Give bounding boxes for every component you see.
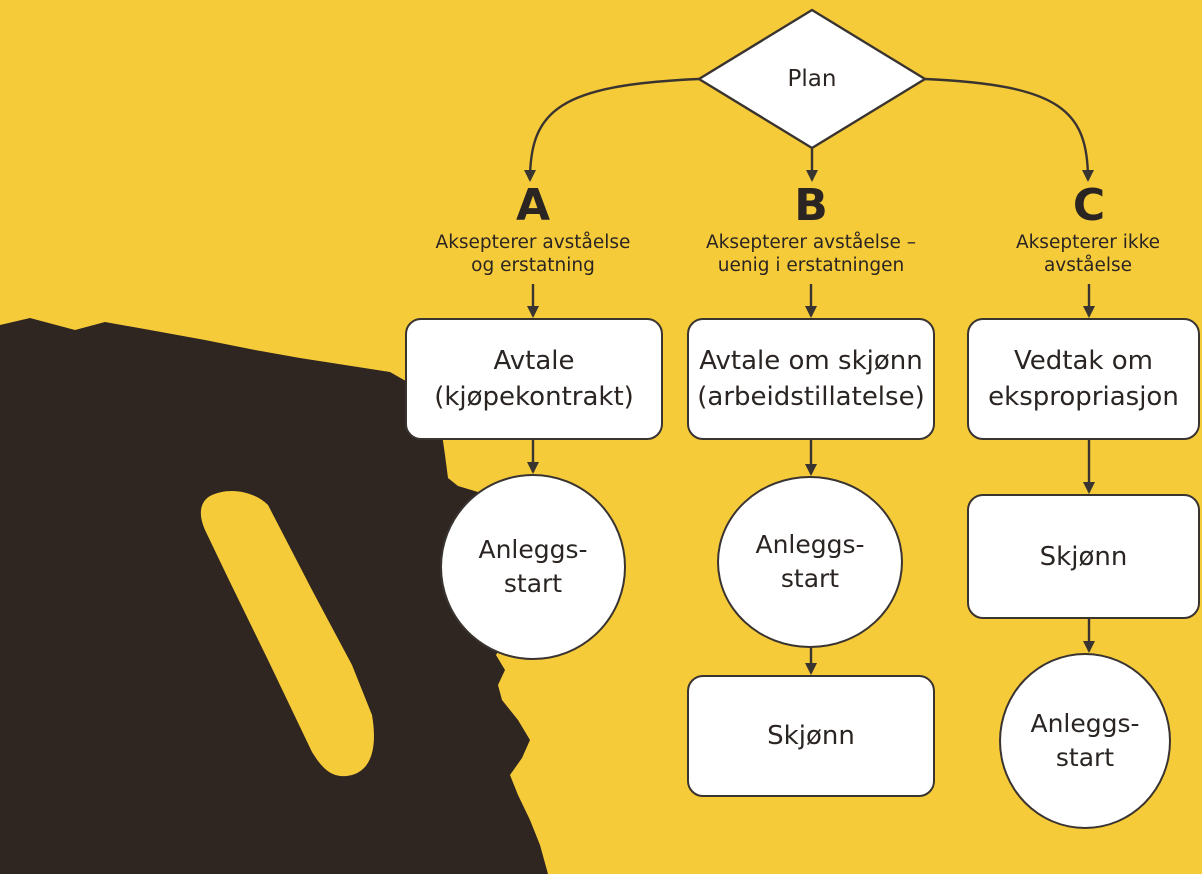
column-a-condition: Aksepterer avståelse og erstatning xyxy=(435,232,631,276)
column-b-condition: Aksepterer avståelse – uenig i erstatnin… xyxy=(705,232,917,276)
column-b-step-2: Anleggs- start xyxy=(717,476,903,648)
column-b-letter: B xyxy=(794,180,828,231)
column-b-step-3: Skjønn xyxy=(687,675,935,797)
column-c-letter: C xyxy=(1072,180,1106,231)
column-a-letter: A xyxy=(515,180,551,231)
column-a-step-1: Avtale (kjøpekontrakt) xyxy=(405,318,663,440)
column-c-step-1: Vedtak om ekspropriasjon xyxy=(967,318,1200,440)
arrow-plan-to-a xyxy=(524,77,700,182)
column-b-step-1: Avtale om skjønn (arbeidstillatelse) xyxy=(687,318,935,440)
plan-label: Plan xyxy=(787,66,837,92)
arrow-plan-to-c xyxy=(924,77,1094,182)
column-a-step-2: Anleggs- start xyxy=(440,474,626,660)
column-c-condition: Aksepterer ikke avståelse xyxy=(1015,232,1161,276)
column-c-step-3: Anleggs- start xyxy=(999,653,1171,829)
column-c-step-2: Skjønn xyxy=(967,494,1200,619)
